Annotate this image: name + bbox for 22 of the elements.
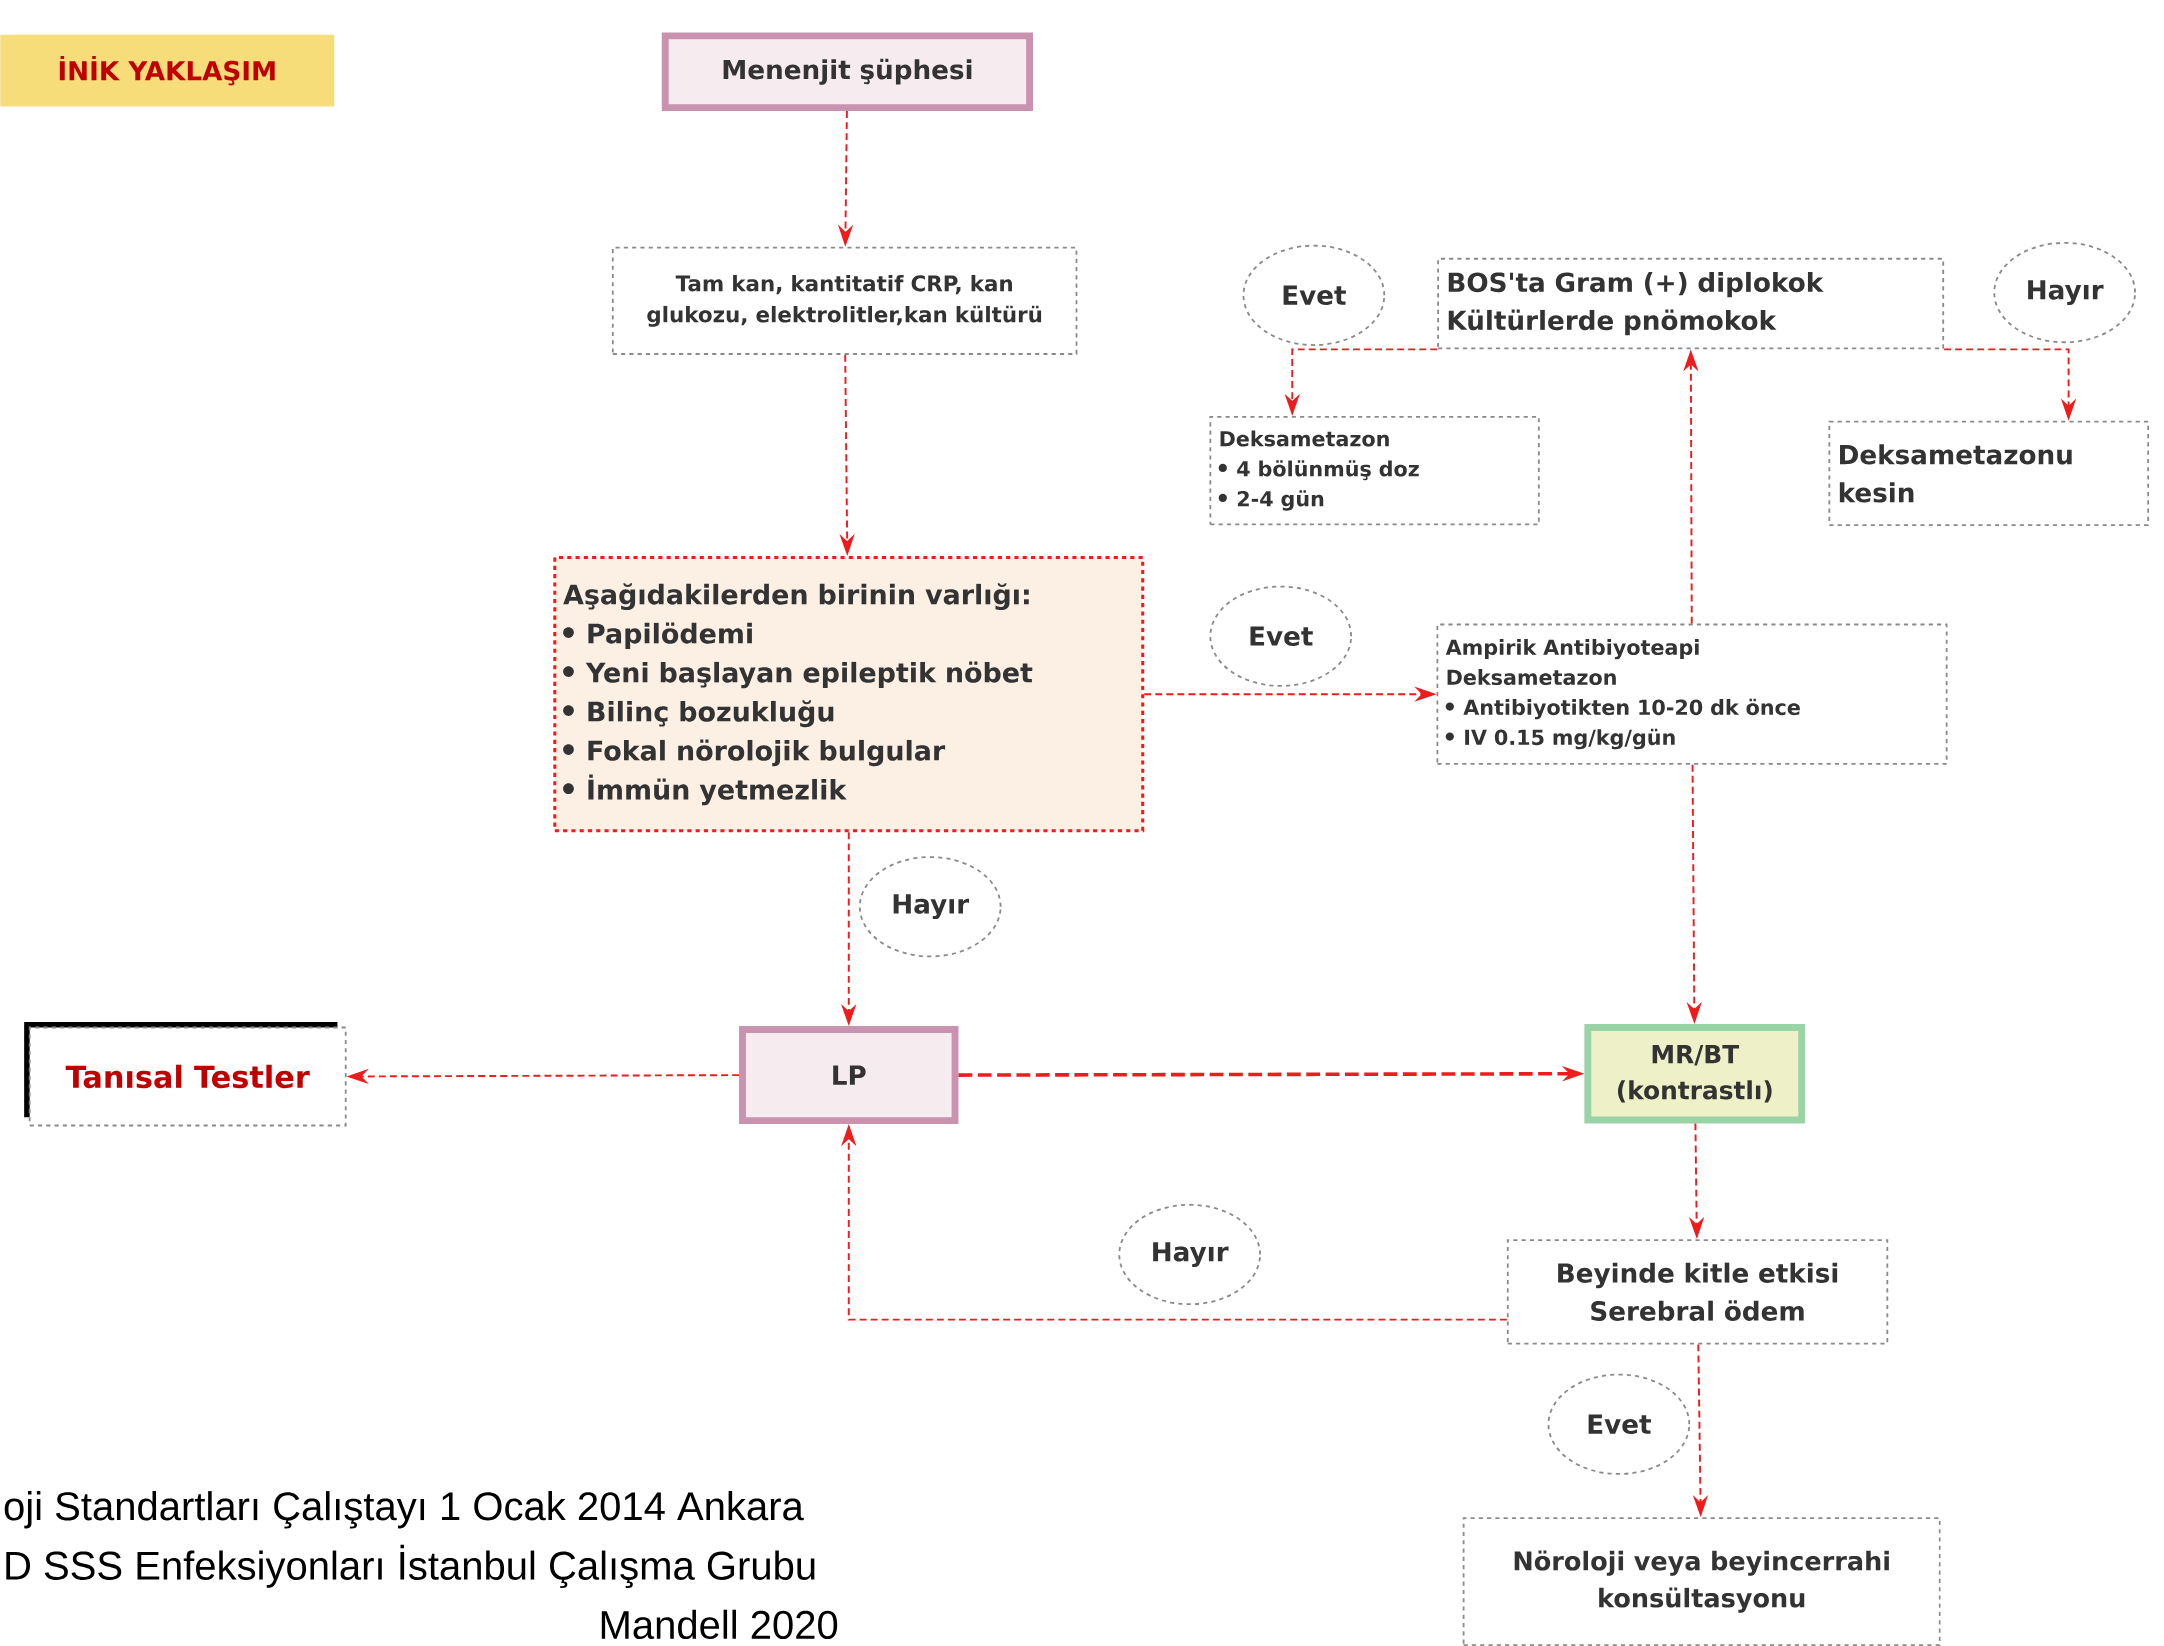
result-box: Tanısal Testler [24, 1021, 347, 1127]
edge-label: Hayır [1993, 241, 2136, 343]
condition-box: BOS'ta Gram (+) diplokok Kültürlerde pnömokok [1437, 257, 1945, 350]
process-box: Tam kan, kantitatif CRP, kan glukozu, elektrolitler,kan kültürü [611, 246, 1078, 355]
edge-label: Hayır [858, 855, 1002, 958]
decision-box: Beyinde kitle etkisi Serebral ödem [1506, 1238, 1889, 1345]
edge-label: Hayır [1118, 1203, 1261, 1305]
process-box: Deksametazonu kesin [1828, 420, 2150, 526]
process-box: Deksametazon 4 bölünmüş doz 2-4 gün [1209, 415, 1540, 526]
edge-label: Evet [1209, 585, 1353, 687]
process-box: Menenjit şüphesi [661, 32, 1033, 111]
process-box: MR/BT (kontrastlı) [1584, 1023, 1806, 1124]
process-box: Ampirik Antibiyoteapi Deksametazon Antibiyotikten 10-20 dk önce IV 0.15 mg/kg/gün [1436, 623, 1948, 765]
note-text: oji Standartları Çalıştayı 1 Ocak 2014 Ankara [4, 1490, 804, 1529]
note-text: Mandell 2020 [601, 1609, 838, 1639]
edge-label: Evet [1547, 1373, 1691, 1475]
condition-box: Aşağıdakilerden birinin varlığı: Papilödemi Yeni başlayan epileptik nöbet Bilinç bozukluğu Fokal nörolojik bulgular İmmün yetmezlik [553, 555, 1145, 833]
edge-label: Evet [1242, 244, 1386, 346]
process-box: Nöroloji veya beyincerrahi konsültasyonu [1462, 1517, 1941, 1646]
title-box: İNİK YAKLAŞIM [0, 34, 335, 107]
process-box: LP [739, 1025, 959, 1124]
note-text: D SSS Enfeksiyonları İstanbul Çalışma Grubu [6, 1544, 815, 1588]
